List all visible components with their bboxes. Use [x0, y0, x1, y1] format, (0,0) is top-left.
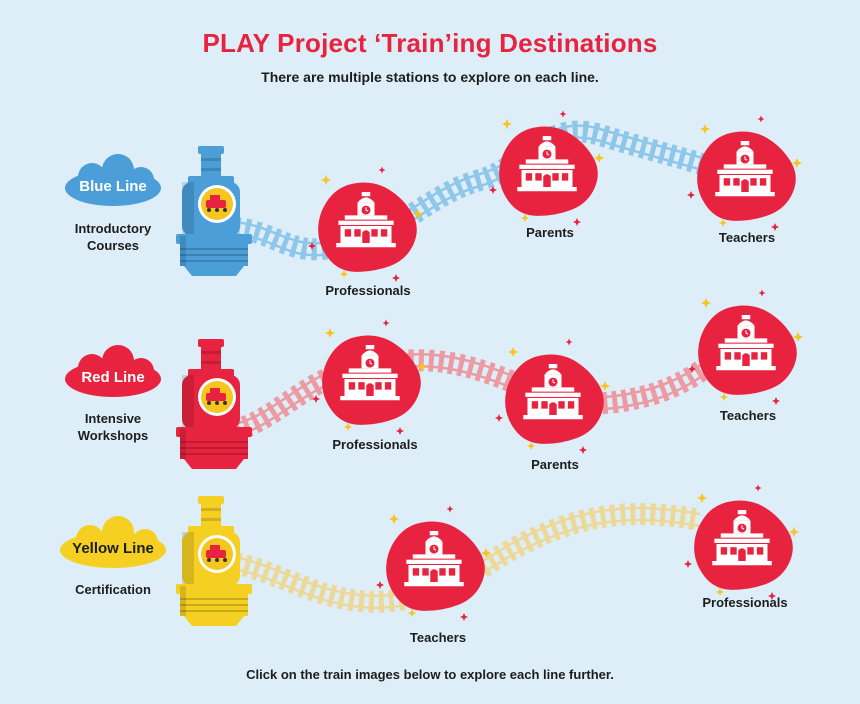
blue-line-track [233, 120, 734, 261]
sparkle-icon [413, 209, 423, 219]
blue-station-label-teachers: Teachers [718, 230, 776, 245]
sparkle-icon [792, 158, 802, 168]
sparkle-icon [344, 423, 352, 431]
red-line-name: Red Line [81, 369, 145, 386]
sparkle-icon [565, 338, 573, 346]
red-station-teachers[interactable] [688, 289, 803, 406]
page-title: PLAY Project ‘Train’ing Destinations [202, 28, 658, 58]
red-station-label-parents: Parents [531, 457, 579, 472]
yellow-line-cloud [60, 516, 166, 568]
sparkle-icon [579, 446, 587, 454]
blue-station-label-professionals: Professionals [325, 283, 411, 298]
sparkle-icon [527, 442, 535, 450]
sparkle-icon [700, 124, 710, 134]
sparkle-icon [417, 362, 427, 372]
sparkle-icon [446, 505, 454, 513]
sparkle-icon [308, 242, 316, 250]
sparkle-icon [573, 218, 581, 226]
red-station-parents[interactable] [495, 338, 610, 455]
sparkle-icon [687, 191, 695, 199]
red-line-track [231, 334, 749, 441]
sparkle-icon [378, 166, 386, 174]
sparkle-icon [325, 328, 335, 338]
blue-line-description-2: Courses [86, 238, 140, 253]
blue-station-parents[interactable] [489, 110, 604, 227]
red-station-professionals[interactable] [312, 319, 427, 436]
sparkle-icon [392, 274, 400, 282]
sparkle-icon [481, 548, 491, 558]
yellow-station-teachers[interactable] [376, 505, 491, 622]
page-subtitle: There are multiple stations to explore o… [261, 69, 599, 85]
sparkle-icon [559, 110, 567, 118]
sparkle-icon [754, 484, 762, 492]
sparkle-icon [312, 395, 320, 403]
yellow-station-label-professionals: Professionals [702, 595, 788, 610]
blue-line-name: Blue Line [79, 178, 147, 195]
yellow-line-name: Yellow Line [72, 540, 154, 557]
yellow-line-description: Certification [48, 581, 178, 598]
blue-line-description-1: Introductory [74, 221, 152, 236]
sparkle-icon [594, 153, 604, 163]
sparkle-icon [720, 393, 728, 401]
sparkle-icon [771, 223, 779, 231]
sparkle-icon [508, 347, 518, 357]
sparkle-icon [396, 427, 404, 435]
blue-line-description: Introductory Courses [48, 220, 178, 254]
sparkle-icon [408, 609, 416, 617]
sparkle-icon [376, 581, 384, 589]
sparkle-icon [502, 119, 512, 129]
sparkle-icon [719, 219, 727, 227]
red-station-label-teachers: Teachers [719, 408, 777, 423]
sparkle-icon [684, 560, 692, 568]
sparkle-icon [768, 592, 776, 600]
sparkle-icon [521, 214, 529, 222]
blue-station-teachers[interactable] [687, 115, 802, 232]
sparkle-icon [600, 381, 610, 391]
sparkle-icon [757, 115, 765, 123]
sparkle-icon [489, 186, 497, 194]
red-line-description: Intensive Workshops [48, 410, 178, 444]
red-line-cloud [65, 345, 161, 397]
blue-station-label-parents: Parents [526, 225, 574, 240]
sparkle-icon [793, 332, 803, 342]
sparkle-icon [772, 397, 780, 405]
sparkle-icon [321, 175, 331, 185]
stations [308, 110, 803, 622]
sparkle-icon [697, 493, 707, 503]
sparkle-icon [460, 613, 468, 621]
yellow-station-label-teachers: Teachers [409, 630, 467, 645]
yellow-line-description-1: Certification [75, 582, 151, 597]
sparkle-icon [758, 289, 766, 297]
sparkle-icon [495, 414, 503, 422]
yellow-station-professionals[interactable] [684, 484, 799, 601]
blue-line-train[interactable] [176, 146, 252, 276]
blue-line-cloud [65, 154, 161, 206]
red-line-description-2: Workshops [77, 428, 149, 443]
footer-instruction: Click on the train images below to explo… [246, 667, 614, 682]
sparkle-icon [688, 365, 696, 373]
sparkle-icon [340, 270, 348, 278]
sparkle-icon [701, 298, 711, 308]
red-line-train[interactable] [176, 339, 252, 469]
blue-station-professionals[interactable] [308, 166, 423, 283]
sparkle-icon [382, 319, 390, 327]
sparkle-icon [389, 514, 399, 524]
red-line-description-1: Intensive [84, 411, 142, 426]
sparkle-icon [716, 588, 724, 596]
sparkle-icon [789, 527, 799, 537]
red-station-label-professionals: Professionals [332, 437, 418, 452]
